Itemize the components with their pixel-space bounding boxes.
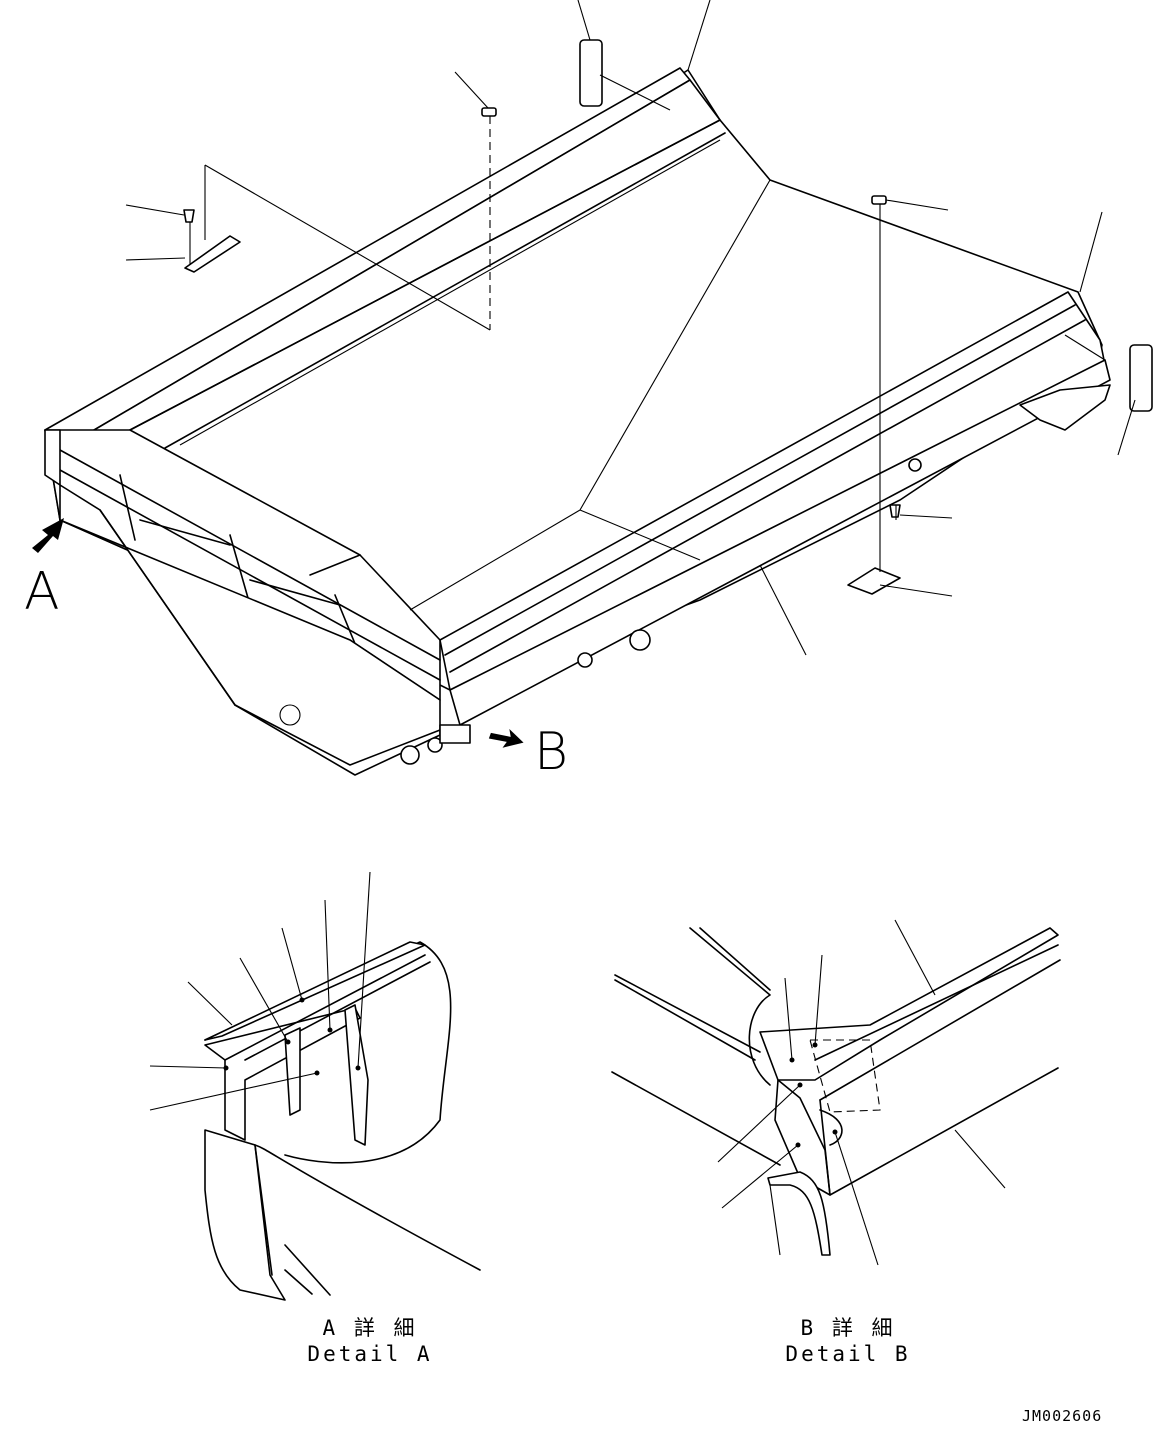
bolt-circle (279, 704, 301, 726)
detail-a-caption-jp: A 詳 細 (322, 1316, 418, 1340)
rear-pad-left (579, 39, 603, 107)
rear-pad-right (1129, 344, 1153, 412)
view-arrows (32, 518, 524, 748)
main-leaders (125, 0, 1136, 656)
detail-a-drawing (149, 871, 481, 1301)
detail-b-drawing (611, 919, 1061, 1266)
arrow-a-icon (32, 518, 64, 553)
view-label-a: A (24, 562, 60, 622)
arrow-b-icon (488, 728, 524, 748)
underbody-hinges (400, 458, 922, 765)
right-lower-rail (449, 359, 1111, 726)
exploded-parts (183, 39, 1153, 595)
detail-b-caption-jp: B 詳 細 (800, 1316, 896, 1340)
view-label-b: B (534, 722, 569, 782)
rear-bracket (1019, 384, 1111, 431)
detail-b-caption-en: Detail B (785, 1342, 911, 1366)
drawing-code: JM002606 (1022, 1407, 1103, 1425)
right-side-rail (439, 291, 1106, 691)
detail-a-caption-en: Detail A (307, 1342, 433, 1366)
